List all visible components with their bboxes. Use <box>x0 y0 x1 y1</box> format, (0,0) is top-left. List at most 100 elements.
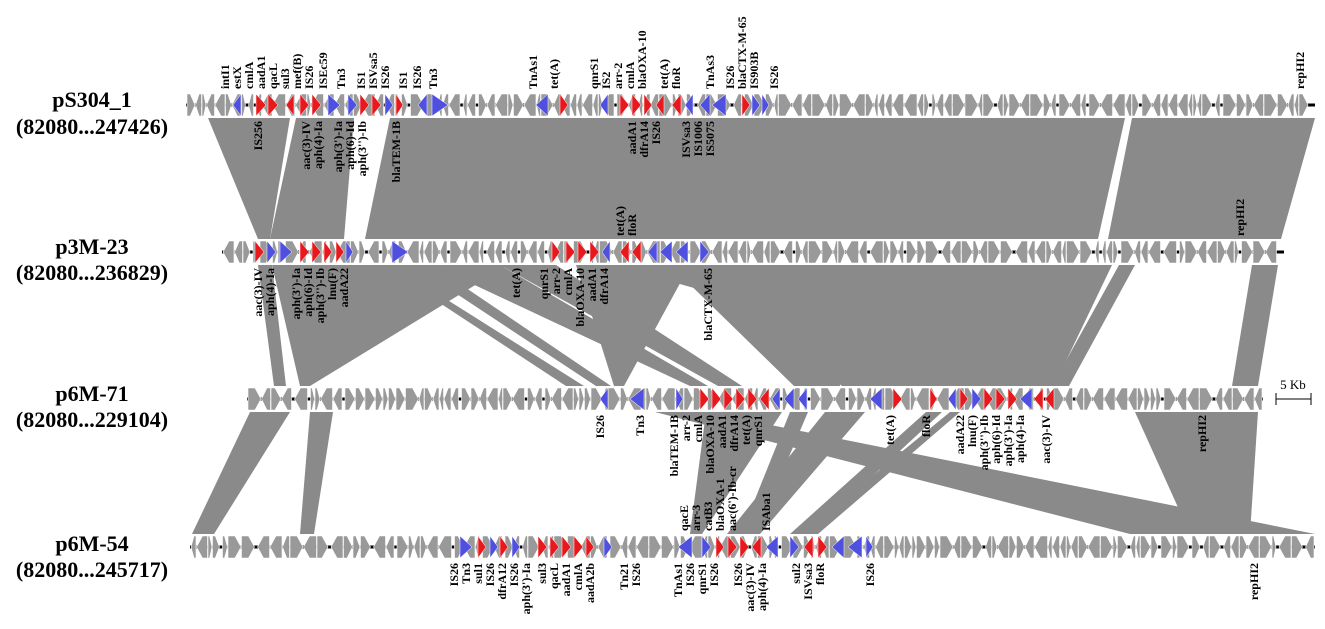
gene-label: aadA1 <box>254 56 268 89</box>
gene-label: IS1 <box>354 72 368 89</box>
gene-arrow <box>1059 535 1067 559</box>
gene-arrow <box>537 240 545 264</box>
gene-arrow <box>1016 535 1025 559</box>
mobile-element-arrow <box>797 387 808 411</box>
mobile-element-arrow <box>459 535 473 559</box>
gene-label: aph(3'')-Ib <box>313 268 327 324</box>
mobile-element-arrow <box>765 535 779 559</box>
gene-arrow <box>360 535 371 559</box>
gene-arrow <box>979 240 988 264</box>
mobile-element-arrow <box>761 93 770 117</box>
gene-arrow <box>1160 535 1173 559</box>
mobile-element-arrow <box>847 535 863 559</box>
mobile-element-arrow <box>699 240 710 264</box>
gene-arrow <box>991 535 998 559</box>
gene-label: blaOXA-10 <box>573 268 587 327</box>
gene-arrow <box>650 93 659 117</box>
resistance-gene-arrow <box>537 535 548 559</box>
gene-label: Tn3 <box>459 563 473 584</box>
gene-arrow <box>916 535 926 559</box>
gene-arrow <box>1247 535 1260 559</box>
gene-arrow <box>1150 387 1156 411</box>
gene-arrow <box>478 93 487 117</box>
gene-arrow <box>941 240 951 264</box>
gene-arrow <box>395 387 406 411</box>
gene-arrow <box>582 93 593 117</box>
gene-label: IS26 <box>302 66 316 89</box>
gene-arrow <box>576 93 583 117</box>
mobile-element-arrow <box>417 93 428 117</box>
gene-arrow <box>910 387 916 411</box>
gene-arrow <box>479 240 484 264</box>
gene-arrow <box>856 387 866 411</box>
gene-label: aac(3)-IV <box>299 121 313 170</box>
resistance-gene-arrow <box>285 93 295 117</box>
gene-arrow <box>413 535 421 559</box>
gene-arrow <box>222 240 235 264</box>
gene-arrow <box>358 240 366 264</box>
mobile-element-arrow <box>599 387 609 411</box>
gene-arrow <box>1197 240 1207 264</box>
resistance-gene-arrow <box>299 93 310 117</box>
gene-arrow <box>810 387 821 411</box>
gene-label: floR <box>813 563 827 585</box>
mobile-element-arrow <box>675 387 684 411</box>
resistance-gene-arrow <box>619 240 630 264</box>
gene-label: ISAba1 <box>759 492 773 531</box>
gene-arrow <box>214 93 226 117</box>
gene-label: IS26 <box>683 563 697 586</box>
gene-label: tet(A) <box>509 268 523 298</box>
gene-arrow <box>837 240 846 264</box>
homology-region <box>802 412 960 534</box>
gene-label: arr-2 <box>549 268 563 294</box>
gene-arrow <box>314 387 321 411</box>
gene-arrow <box>1222 387 1233 411</box>
gene-arrow <box>961 240 973 264</box>
gene-label: aph(3'')-Ib <box>355 121 369 177</box>
gene-arrow <box>592 93 599 117</box>
gene-arrow <box>1168 93 1178 117</box>
homology-region <box>690 412 782 534</box>
gene-label: ISEc59 <box>316 52 330 89</box>
track-p6m54 <box>190 535 1315 559</box>
gene-arrow <box>1186 387 1200 411</box>
homology-region <box>270 118 354 239</box>
gene-arrow <box>1234 240 1239 264</box>
resistance-gene-arrow <box>585 535 595 559</box>
gene-label: aadA2b <box>583 563 597 603</box>
resistance-gene-arrow <box>255 93 267 117</box>
gene-arrow <box>330 535 344 559</box>
gene-arrow <box>467 240 480 264</box>
gene-arrow <box>621 535 628 559</box>
gene-arrow <box>1265 240 1277 264</box>
homology-region <box>790 412 942 534</box>
mobile-element-arrow <box>535 93 549 117</box>
mobile-element-arrow <box>601 240 611 264</box>
gene-arrow <box>738 240 747 264</box>
gene-arrow <box>343 535 353 559</box>
gene-arrow <box>344 387 356 411</box>
gene-arrow <box>495 93 508 117</box>
plasmid-name: p3M-23 <box>55 234 128 259</box>
mobile-element-arrow <box>701 535 712 559</box>
gene-arrow <box>707 535 716 559</box>
resistance-gene-arrow <box>499 535 509 559</box>
gene-arrow <box>1050 93 1057 117</box>
gene-arrow <box>350 240 359 264</box>
gene-label: TnAs1 <box>671 563 685 597</box>
gene-arrow <box>1259 535 1272 559</box>
mobile-element-arrow <box>783 387 795 411</box>
gene-arrow <box>1120 240 1135 264</box>
gene-arrow <box>467 93 476 117</box>
gene-arrow <box>294 387 308 411</box>
gene-arrow <box>1003 93 1009 117</box>
gene-arrow <box>898 535 905 559</box>
gene-label: IS26 <box>507 563 521 586</box>
gene-label: ISVsa3 <box>801 563 815 600</box>
gene-label: IS256 <box>251 121 265 150</box>
gene-arrow <box>972 535 983 559</box>
gene-arrow <box>1015 240 1028 264</box>
resistance-gene-arrow <box>671 93 682 117</box>
gene-arrow <box>1130 535 1136 559</box>
